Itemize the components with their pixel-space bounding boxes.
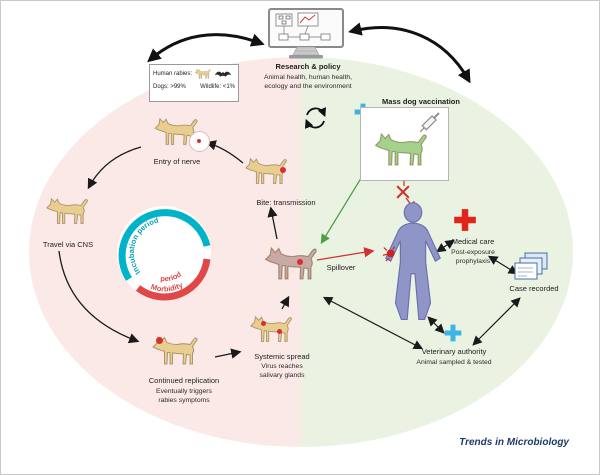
stats-wildlife: Wildlife: <1% xyxy=(200,84,235,90)
research-policy-sub1: Animal health, human health, xyxy=(263,74,353,81)
bite-wound-dot xyxy=(280,167,286,173)
human-figure-icon xyxy=(382,202,441,320)
bat-icon xyxy=(214,71,232,77)
mass-dog-vaccination-label: Mass dog vaccination xyxy=(382,97,460,106)
journal-name: Trends in Microbiology xyxy=(459,437,569,448)
systemic-spread-sub2: salivary glands xyxy=(259,372,305,379)
systemic-dot-1 xyxy=(261,321,266,326)
medical-care-label: Medical care xyxy=(451,237,495,246)
replication-head-dot xyxy=(156,337,163,344)
nerve-dot xyxy=(197,139,201,143)
arrow-research-left xyxy=(147,33,265,63)
case-records-icon xyxy=(514,252,548,280)
human-rabies-stats-box: Human rabies: Dogs: >99% Wildlife: <1% xyxy=(149,64,239,102)
medical-care-sub2: prophylaxis xyxy=(455,258,491,265)
research-policy-sub2: ecology and the environment xyxy=(264,83,352,90)
medical-cross-icon xyxy=(454,209,476,231)
stats-title: Human rabies: xyxy=(153,71,193,77)
medical-care-sub1: Post-exposure xyxy=(451,249,495,256)
research-policy-title: Research & policy xyxy=(275,62,341,71)
systemic-dot-2 xyxy=(277,329,282,334)
syringe-icon xyxy=(419,112,440,133)
feedback-cycle-icon xyxy=(304,107,327,129)
continued-replication-sub2: rabies symptoms xyxy=(158,397,210,404)
bite-wound-icon xyxy=(382,246,396,262)
dog-travel-cns-icon xyxy=(46,198,88,224)
systemic-spread-label: Systemic spread xyxy=(254,352,310,361)
spillover-label: Spillover xyxy=(326,263,356,272)
veterinary-authority-label: Veterinary authority xyxy=(421,347,487,356)
dog-spillover-icon xyxy=(264,247,317,280)
continued-replication-sub1: Eventually triggers xyxy=(156,388,212,395)
veterinary-plus-icon xyxy=(444,324,462,342)
stats-dogs: Dogs: >99% xyxy=(153,84,186,90)
case-recorded-label: Case recorded xyxy=(509,284,559,293)
bite-transmission-label: Bite: transmission xyxy=(256,198,316,207)
veterinary-authority-sub: Animal sampled & tested xyxy=(416,359,492,366)
spillover-dog-dot xyxy=(297,259,303,265)
systemic-spread-sub1: Virus reaches xyxy=(261,363,303,370)
small-dog-icon xyxy=(194,68,211,79)
entry-of-nerve-label: Entry of nerve xyxy=(153,157,201,166)
dog-systemic-spread-icon xyxy=(250,316,292,342)
vaccination-failure-x-icon xyxy=(396,185,410,199)
travel-cns-label: Travel via CNS xyxy=(42,240,94,249)
computer-monitor-icon xyxy=(268,8,344,59)
continued-replication-label: Continued replication xyxy=(148,376,220,385)
